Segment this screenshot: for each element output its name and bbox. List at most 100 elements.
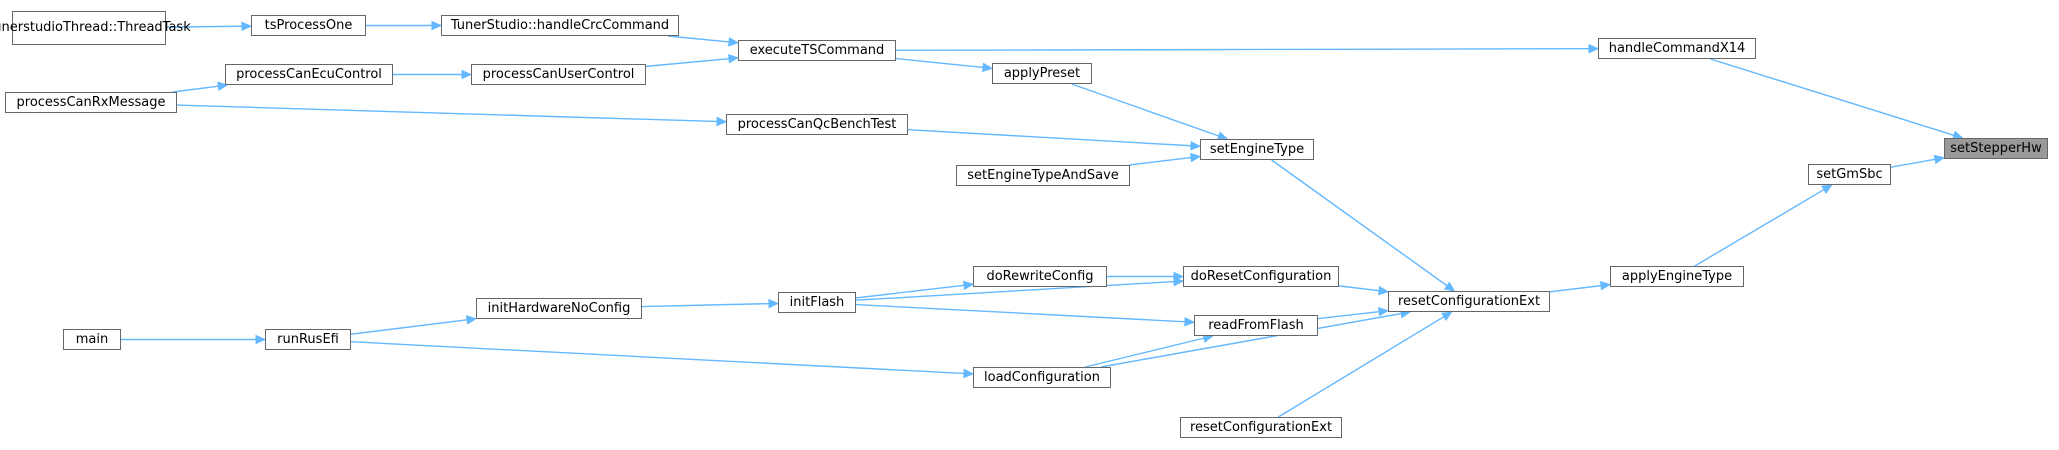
arrowhead-reset_configuration_ext bbox=[1378, 306, 1390, 317]
node-label: applyEngineType bbox=[1621, 268, 1733, 284]
edge-apply_engine_type-to-set_gm_sbc bbox=[1694, 188, 1825, 267]
node-run-rus-efi[interactable]: runRusEfi bbox=[265, 329, 351, 350]
node-label: doRewriteConfig bbox=[986, 268, 1094, 284]
edge-handle_crc_command-to-execute_ts_command bbox=[667, 35, 730, 43]
node-label: processCanUserControl bbox=[482, 66, 635, 82]
node-apply-preset[interactable]: applyPreset bbox=[992, 63, 1092, 84]
edge-init_flash-to-do_reset_configuration bbox=[855, 280, 1175, 301]
node-init-flash[interactable]: initFlash bbox=[778, 292, 856, 313]
edge-set_engine_type-to-reset_configuration_ext bbox=[1271, 159, 1448, 287]
node-handle-command-x14[interactable]: handleCommandX14 bbox=[1598, 38, 1756, 59]
arrowhead-init_flash bbox=[768, 298, 780, 309]
node-label: initHardwareNoConfig bbox=[487, 300, 631, 316]
edge-init_hardware_no_config-to-init_flash bbox=[641, 302, 770, 308]
node-label: runRusEfi bbox=[277, 331, 339, 347]
node-label: TunerStudio::handleCrcCommand bbox=[450, 17, 670, 33]
edge-process_can_user_control-to-execute_ts_command bbox=[645, 57, 730, 68]
edge-do_reset_configuration-to-reset_configuration_ext bbox=[1338, 285, 1380, 292]
node-label-line-2: ThreadTask bbox=[117, 20, 191, 35]
arrowhead-set_engine_type bbox=[1190, 140, 1202, 151]
arrowhead-reset_configuration_ext bbox=[1377, 285, 1390, 296]
arrowhead-init_hardware_no_config bbox=[465, 315, 478, 325]
edge-set_engine_type_and_save-to-set_engine_type bbox=[1129, 156, 1192, 166]
node-label: executeTSCommand bbox=[749, 42, 885, 58]
edge-reset_configuration_ext_2-to-reset_configuration_ext bbox=[1277, 316, 1445, 418]
edge-execute_ts_command-to-apply_preset bbox=[895, 57, 984, 69]
node-label: doResetConfiguration bbox=[1190, 268, 1332, 284]
arrowhead-set_stepper_hw bbox=[1933, 154, 1946, 165]
arrowhead-read_from_flash bbox=[1184, 316, 1196, 327]
arrowhead-do_reset_configuration bbox=[1173, 271, 1185, 282]
arrowhead-process_can_ecu_control bbox=[217, 81, 229, 91]
edge-apply_preset-to-set_engine_type bbox=[1071, 83, 1220, 137]
node-label: setEngineTypeAndSave bbox=[967, 167, 1119, 183]
edge-set_gm_sbc-to-set_stepper_hw bbox=[1890, 158, 1936, 168]
arrowhead-apply_engine_type bbox=[1599, 280, 1612, 291]
edge-process_can_rx_message-to-process_can_qc_bench_test bbox=[176, 104, 718, 123]
node-init-hardware-no-config[interactable]: initHardwareNoConfig bbox=[476, 298, 642, 319]
node-label: main bbox=[75, 331, 109, 347]
arrowhead-ts_process_one bbox=[241, 21, 253, 32]
node-label: readFromFlash bbox=[1208, 317, 1304, 333]
edge-handle_command_x14-to-set_stepper_hw bbox=[1710, 58, 1955, 136]
edge-reset_configuration_ext-to-apply_engine_type bbox=[1549, 284, 1602, 293]
node-label: setGmSbc bbox=[1816, 166, 1883, 182]
edge-process_can_qc_bench_test-to-set_engine_type bbox=[907, 128, 1192, 147]
arrowhead-apply_preset bbox=[982, 62, 994, 73]
arrowhead-execute_ts_command bbox=[728, 37, 740, 47]
edge-read_from_flash-to-reset_configuration_ext bbox=[1317, 310, 1380, 320]
node-tunerstudio-thread-task[interactable]: TunerstudioThread:: ThreadTask bbox=[0, 11, 191, 45]
node-execute-ts-command[interactable]: executeTSCommand bbox=[738, 40, 896, 61]
node-process-can-ecu-control[interactable]: processCanEcuControl bbox=[225, 64, 393, 85]
arrowhead-set_engine_type bbox=[1189, 152, 1202, 163]
edge-run_rus_efi-to-load_configuration bbox=[350, 341, 965, 375]
arrowhead-reset_configuration_ext bbox=[1441, 311, 1453, 322]
node-handle-crc-command[interactable]: TunerStudio::handleCrcCommand bbox=[441, 15, 679, 36]
node-read-from-flash[interactable]: readFromFlash bbox=[1194, 315, 1318, 336]
node-label: setStepperHw bbox=[1950, 140, 2042, 156]
node-label: tsProcessOne bbox=[264, 17, 353, 33]
node-set-engine-type[interactable]: setEngineType bbox=[1200, 139, 1314, 160]
node-label: processCanRxMessage bbox=[16, 94, 166, 110]
node-do-reset-configuration[interactable]: doResetConfiguration bbox=[1183, 266, 1339, 287]
arrowhead-handle_command_x14 bbox=[1588, 43, 1600, 54]
node-label: applyPreset bbox=[1003, 65, 1081, 81]
node-main[interactable]: main bbox=[63, 329, 121, 350]
arrowhead-process_can_qc_bench_test bbox=[716, 116, 728, 127]
edge-execute_ts_command-to-handle_command_x14 bbox=[895, 48, 1590, 52]
arrowhead-run_rus_efi bbox=[255, 334, 267, 345]
node-reset-configuration-ext[interactable]: resetConfigurationExt bbox=[1388, 291, 1550, 312]
node-ts-process-one[interactable]: tsProcessOne bbox=[251, 15, 366, 36]
edge-run_rus_efi-to-init_hardware_no_config bbox=[350, 319, 468, 335]
node-apply-engine-type[interactable]: applyEngineType bbox=[1610, 266, 1744, 287]
node-label: resetConfigurationExt bbox=[1397, 293, 1541, 309]
node-label: resetConfigurationExt bbox=[1189, 419, 1333, 435]
edge-init_flash-to-read_from_flash bbox=[855, 303, 1186, 323]
edge-init_flash-to-do_rewrite_config bbox=[855, 284, 965, 299]
node-set-engine-type-and-save[interactable]: setEngineTypeAndSave bbox=[956, 165, 1130, 186]
arrowhead-load_configuration bbox=[963, 368, 975, 379]
node-label: initFlash bbox=[789, 294, 845, 310]
arrowhead-do_rewrite_config bbox=[963, 280, 975, 291]
arrowhead-execute_ts_command bbox=[728, 53, 740, 64]
node-set-gm-sbc[interactable]: setGmSbc bbox=[1808, 164, 1891, 185]
arrowhead-set_gm_sbc bbox=[1821, 184, 1833, 194]
arrowhead-handle_crc_command bbox=[431, 20, 443, 31]
arrowhead-reset_configuration_ext bbox=[1443, 281, 1456, 292]
node-label: loadConfiguration bbox=[984, 369, 1100, 385]
node-process-can-user-control[interactable]: processCanUserControl bbox=[471, 64, 646, 85]
node-label: setEngineType bbox=[1209, 141, 1305, 157]
node-load-configuration[interactable]: loadConfiguration bbox=[973, 367, 1111, 388]
node-label: processCanQcBenchTest bbox=[737, 116, 897, 132]
edge-load_configuration-to-read_from_flash bbox=[1085, 337, 1205, 368]
node-process-can-rx-message[interactable]: processCanRxMessage bbox=[5, 92, 177, 113]
node-label: handleCommandX14 bbox=[1608, 40, 1746, 56]
node-process-can-qc-bench-test[interactable]: processCanQcBenchTest bbox=[726, 114, 908, 135]
node-reset-configuration-ext-2[interactable]: resetConfigurationExt bbox=[1180, 417, 1342, 438]
node-do-rewrite-config[interactable]: doRewriteConfig bbox=[973, 266, 1107, 287]
arrowhead-process_can_user_control bbox=[461, 69, 473, 80]
node-set-stepper-hw[interactable]: setStepperHw bbox=[1944, 138, 2048, 159]
node-label-line-1: TunerstudioThread:: bbox=[0, 20, 118, 35]
edge-process_can_rx_message-to-process_can_ecu_control bbox=[172, 85, 219, 93]
